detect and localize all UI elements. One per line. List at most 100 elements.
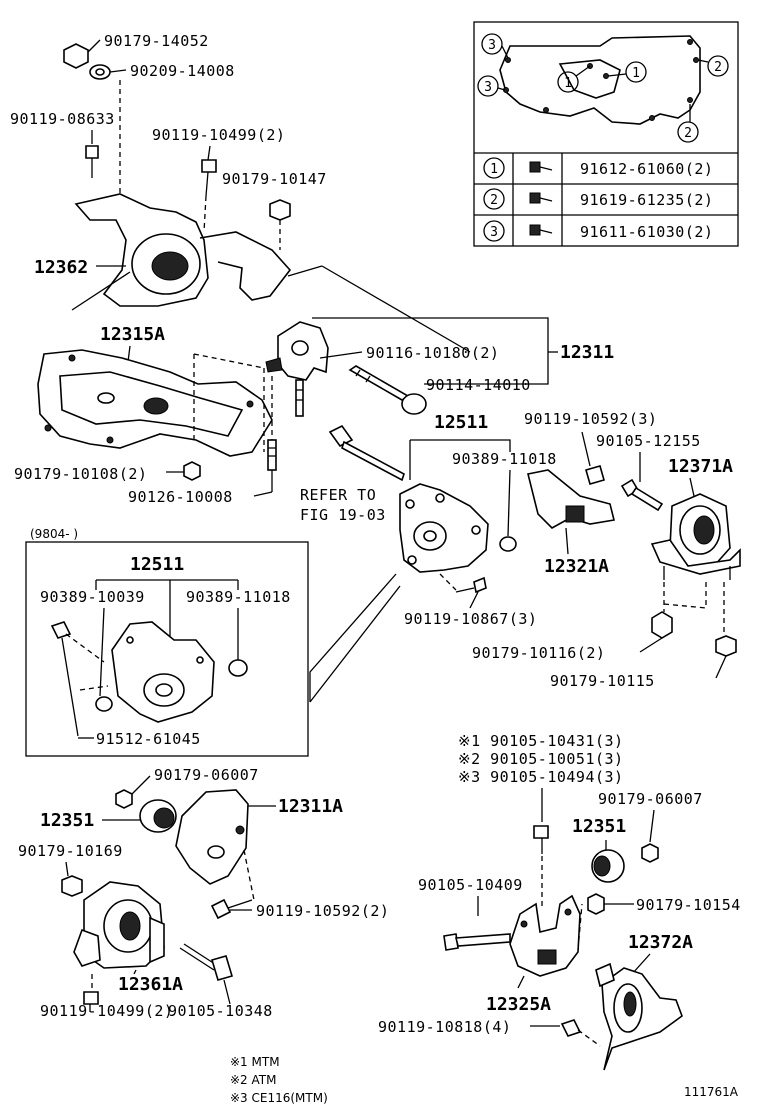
nut-90179-10116: [639, 611, 673, 653]
callout-1-right: 1: [607, 61, 647, 83]
label-12311: 12311: [560, 342, 614, 363]
label-90179-10116: 90179-10116(2): [472, 644, 605, 662]
footnote-2: ※2 ATM: [230, 1073, 276, 1087]
label-90126-10008: 90126-10008: [128, 488, 233, 506]
svg-text:91619-61235(2): 91619-61235(2): [580, 191, 713, 209]
engine-mount-12371A: [650, 493, 741, 580]
label-90119-08633: 90119-08633: [10, 110, 115, 128]
label-90116-10180: 90116-10180(2): [366, 344, 499, 362]
svg-text:1: 1: [564, 76, 572, 91]
label-refer-to: REFER TO: [300, 486, 376, 504]
engine-bracket-12511: [399, 483, 489, 573]
stud-90126-10008: [253, 439, 277, 497]
label-12315A: 12315A: [100, 324, 165, 345]
engine-mount-12361A: [73, 881, 165, 969]
svg-text:3: 3: [490, 225, 498, 240]
engine-block-outline: [199, 231, 471, 353]
callout-3-upper: 3: [481, 33, 509, 59]
bolt-icon: [529, 224, 553, 236]
label-90119-10592-2: 90119-10592(2): [256, 902, 389, 920]
cushion-12351-left: [139, 799, 177, 833]
label-90209-14008: 90209-14008: [130, 62, 235, 80]
label-90119-10818: 90119-10818(4): [378, 1018, 511, 1036]
svg-text:2: 2: [684, 126, 692, 141]
label-12511-top: 12511: [434, 412, 488, 433]
engine-mount-12372A: [595, 962, 683, 1071]
label-12325A: 12325A: [486, 994, 551, 1015]
svg-text:1: 1: [490, 162, 498, 177]
callout-1-left: 1: [557, 65, 591, 93]
nut-90179-10108: [183, 461, 201, 481]
label-box-date: (9804- ): [30, 527, 78, 541]
bolt-90119-10592-2: [210, 898, 253, 920]
inset-row-3: 3 91611-61030(2): [483, 220, 713, 242]
cushion-90389-10039: [95, 696, 113, 712]
label-90179-10154: 90179-10154: [636, 896, 741, 914]
label-12362: 12362: [34, 257, 88, 278]
label-90114-14010: 90114-14010: [426, 376, 531, 394]
label-90179-06007-right: 90179-06007: [598, 790, 703, 808]
engine-bracket-12511-variant: [111, 621, 215, 723]
bolt-90105-12155: [620, 452, 664, 512]
nut-90179-10115: [715, 635, 737, 679]
bolt-90119-10499-top: [201, 145, 217, 233]
label-90105-12155: 90105-12155: [596, 432, 701, 450]
bolt-90119-10867: [439, 573, 487, 594]
refer-bolt: [328, 424, 405, 482]
label-fig-19-03: FIG 19-03: [300, 506, 386, 524]
label-n3-90105-10494: ※3 90105-10494(3): [458, 768, 624, 786]
bolt-90105-10409: [443, 933, 511, 951]
bolt-90119-08633: [85, 130, 99, 178]
nut-90179-06007-left: [115, 775, 151, 809]
bracket-12321A: [527, 469, 615, 529]
label-12351-left: 12351: [40, 810, 94, 831]
figure-id: 111761A: [684, 1085, 739, 1099]
label-90179-10147: 90179-10147: [222, 170, 327, 188]
label-90389-10039: 90389-10039: [40, 588, 145, 606]
through-bolt-90114-14010: [348, 365, 427, 415]
label-90119-10499-top: 90119-10499(2): [152, 126, 285, 144]
nut-90179-14052: 90179-14052: [63, 32, 208, 69]
nut-90179-06007-right: [641, 843, 659, 863]
bolt-90105-10348: [179, 943, 233, 1005]
cushion-90389-11018-box: [228, 659, 248, 677]
bolt-icon: [529, 161, 553, 173]
footnote-1: ※1 MTM: [230, 1055, 280, 1069]
cushion-90389-11018-top: [499, 469, 517, 552]
nut-90179-10147: [269, 199, 291, 250]
label-90119-10867: 90119-10867(3): [404, 610, 537, 628]
washer-90209-14008: 90209-14008: [89, 62, 235, 80]
engine-bracket-12315A: [37, 349, 273, 457]
callout-3-lower: 3: [477, 75, 506, 97]
label-90105-10348: 90105-10348: [168, 1002, 273, 1020]
label-90179-06007-left: 90179-06007: [154, 766, 259, 784]
bolt-90119-10818: [560, 1019, 601, 1047]
nut-90179-10169: [61, 875, 83, 897]
svg-text:2: 2: [714, 60, 722, 75]
label-12311A: 12311A: [278, 796, 343, 817]
inset-reference-box: 3 3 1 1 2 2 1: [473, 21, 739, 247]
cushion-12351-right: [591, 849, 625, 883]
callout-2-right: 2: [697, 55, 729, 77]
nut-90179-10154: [587, 893, 634, 915]
label-90389-11018-box: 90389-11018: [186, 588, 291, 606]
label-90105-10409: 90105-10409: [418, 876, 523, 894]
label-90389-11018-top: 90389-11018: [452, 450, 557, 468]
inset-row-2: 2 91619-61235(2): [483, 188, 713, 210]
mount-bracket-12311: [265, 321, 329, 381]
label-12361A: 12361A: [118, 974, 183, 995]
svg-text:2: 2: [490, 193, 498, 208]
svg-text:3: 3: [488, 38, 496, 53]
bolt-90119-10499-bottom: [83, 974, 99, 1012]
label-12351-right: 12351: [572, 816, 626, 837]
variant-box: (9804- ) 12511 90389-10039 90389-11018: [25, 527, 309, 757]
inset-row-1: 1 91612-61060(2): [483, 157, 713, 179]
label-12372A: 12372A: [628, 932, 693, 953]
bolt-91512-61045: [50, 621, 105, 737]
svg-text:91611-61030(2): 91611-61030(2): [580, 223, 713, 241]
label-90119-10592-3: 90119-10592(3): [524, 410, 657, 428]
svg-text:91612-61060(2): 91612-61060(2): [580, 160, 713, 178]
label-90179-10115: 90179-10115: [550, 672, 655, 690]
svg-text:3: 3: [484, 80, 492, 95]
